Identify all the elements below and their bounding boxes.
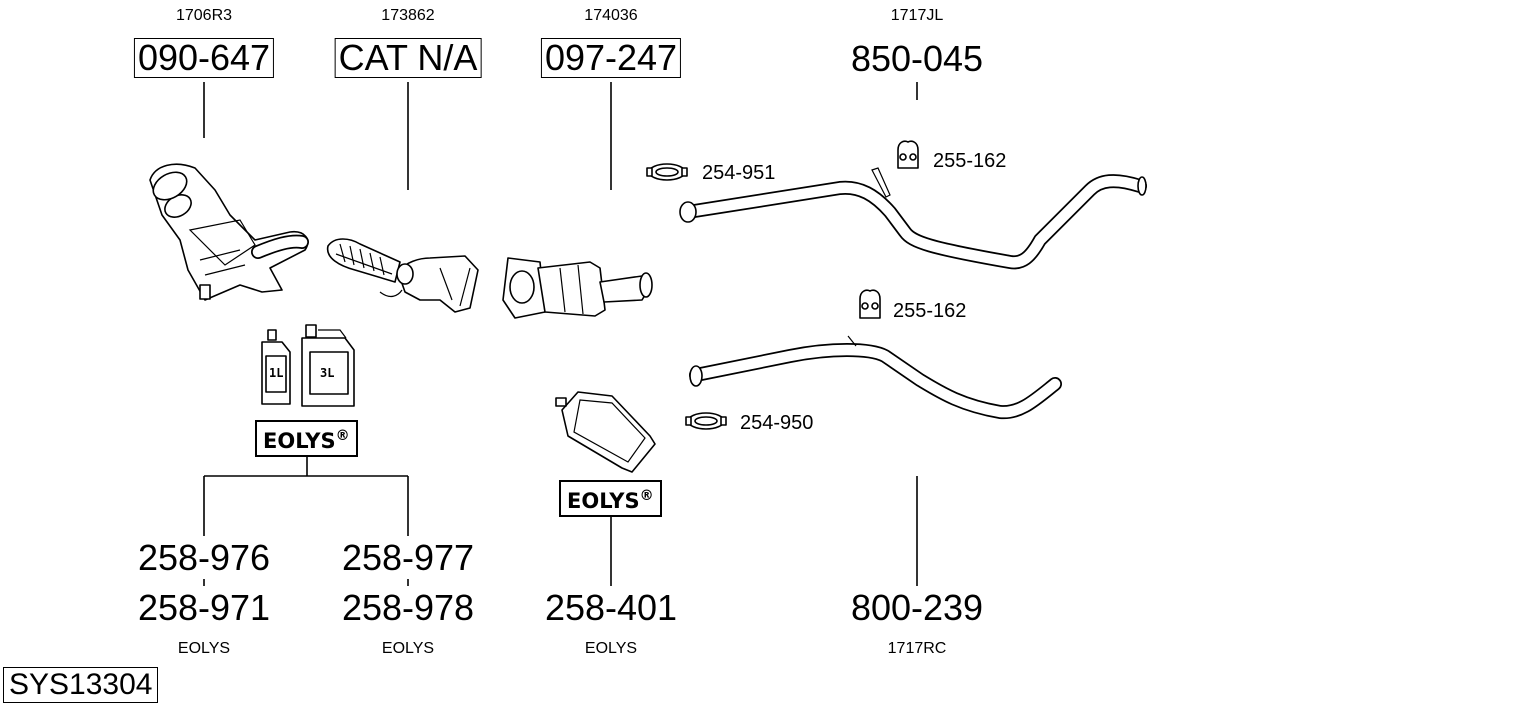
note-eolys-3: EOLYS — [584, 640, 638, 657]
ref-1706r3: 1706R3 — [175, 7, 233, 24]
part-number-258-977[interactable]: 258-977 — [341, 537, 475, 578]
eolys-pouch-icon — [555, 391, 656, 473]
clamp-254-951-icon — [646, 163, 688, 181]
eolys-badge-text: EOLYS — [567, 489, 640, 513]
part-number-258-978[interactable]: 258-978 — [341, 587, 475, 628]
part-number-258-401[interactable]: 258-401 — [544, 587, 678, 628]
eolys-badge-text: EOLYS — [263, 429, 336, 453]
eolys-bottle-3l-icon — [301, 324, 355, 407]
hanger-255-162-front-icon — [897, 140, 919, 169]
eolys-badge-pouch: EOLYS® — [559, 480, 662, 517]
part-number-800-239[interactable]: 800-239 — [850, 587, 984, 628]
label-hanger-255-162-rear[interactable]: 255-162 — [893, 300, 967, 322]
part-number-258-976[interactable]: 258-976 — [137, 537, 271, 578]
front-pipe — [679, 167, 1147, 270]
bottle-label-1l: 1L — [269, 366, 284, 380]
part-number-258-971[interactable]: 258-971 — [137, 587, 271, 628]
note-1717rc: 1717RC — [887, 640, 947, 657]
part-number-097-247[interactable]: 097-247 — [540, 38, 682, 78]
eolys-bottle-1l-icon — [261, 329, 291, 405]
hanger-255-162-rear-icon — [859, 289, 881, 319]
rear-pipe — [689, 335, 1062, 420]
clamp-254-950-icon — [685, 412, 727, 430]
ref-1717jl: 1717JL — [890, 7, 944, 24]
note-eolys-1: EOLYS — [177, 640, 231, 657]
label-clamp-254-951[interactable]: 254-951 — [702, 162, 776, 184]
particulate-filter — [502, 257, 653, 319]
system-code: SYS13304 — [3, 667, 159, 703]
part-number-850-045[interactable]: 850-045 — [850, 38, 984, 79]
note-eolys-2: EOLYS — [381, 640, 435, 657]
catalytic-converter-manifold — [149, 163, 309, 301]
part-number-090-647[interactable]: 090-647 — [133, 38, 275, 78]
label-hanger-255-162-front[interactable]: 255-162 — [933, 150, 1007, 172]
bottle-label-3l: 3L — [320, 366, 335, 380]
label-clamp-254-950[interactable]: 254-950 — [740, 412, 814, 434]
ref-174036: 174036 — [584, 7, 638, 24]
part-number-cat-na[interactable]: CAT N/A — [334, 38, 482, 78]
eolys-badge-bottles: EOLYS® — [255, 420, 358, 457]
flex-pipe-catalyst — [326, 238, 479, 313]
ref-173862: 173862 — [381, 7, 435, 24]
